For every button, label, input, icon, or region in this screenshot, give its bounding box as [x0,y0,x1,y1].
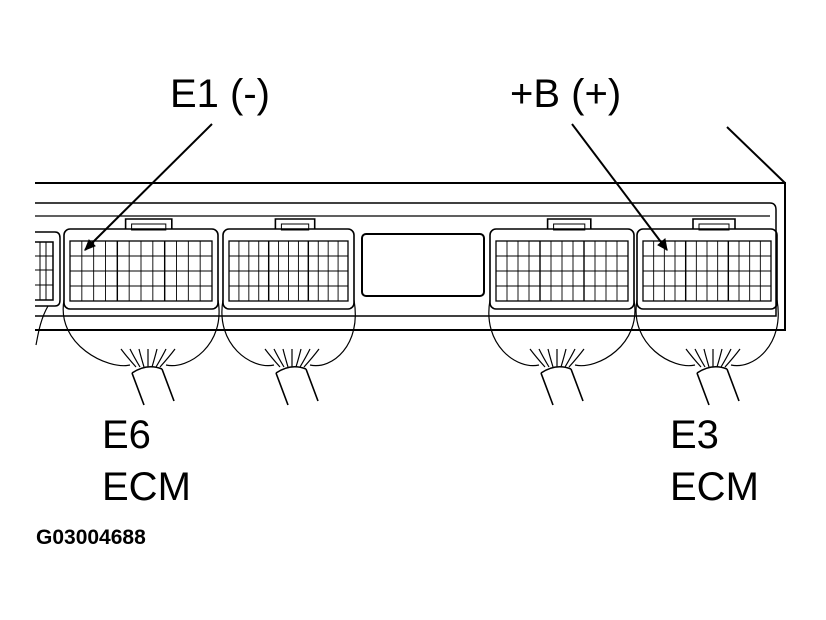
center-window [361,233,485,297]
connector-body [222,218,355,310]
leader-arrowhead [657,238,668,251]
ecm-housing [35,126,786,331]
pin-label-e1-negative: E1 (-) [170,72,270,116]
pin-label-b-positive: +B (+) [510,72,622,116]
figure-id: G03004688 [36,526,146,549]
leader-line-e1 [84,123,213,251]
partial-connector-left [35,231,61,307]
connector-body [489,218,635,310]
connector-unit-label-right: ECM [670,465,759,509]
connector-label-e6: E6 [102,413,151,457]
connector-e3-body [636,218,778,310]
connector-e6-body [63,218,219,310]
leader-arrowhead [84,239,96,251]
connector-unit-label-left: ECM [102,465,191,509]
leader-line-b [571,123,668,251]
connector-label-e3: E3 [670,413,719,457]
wire-harness [35,299,779,406]
